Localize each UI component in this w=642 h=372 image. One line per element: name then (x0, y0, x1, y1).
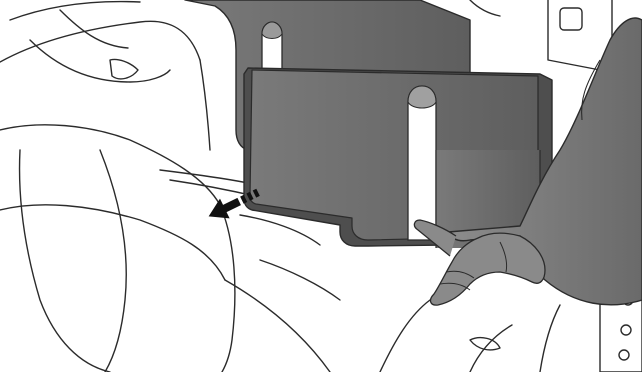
arrow-head (204, 192, 244, 227)
bracket-hole-3 (619, 350, 629, 360)
seat-cushion-front (20, 150, 110, 372)
console-curve-left (30, 40, 170, 82)
bracket-slot (560, 8, 582, 30)
rear-seat-leg (540, 305, 560, 372)
seat-cushion-lower (0, 205, 225, 280)
top-right-arch (470, 0, 500, 16)
floor-edge (225, 280, 330, 372)
seat-cushion-fold (100, 150, 126, 372)
console-vertical-edge (200, 60, 210, 150)
console-outline-top (0, 21, 200, 62)
floor-outline-right (380, 300, 430, 372)
floor-outline-right-2 (470, 325, 512, 372)
front-panel-slot (408, 86, 436, 240)
seat-cushion-side (220, 205, 235, 372)
front-panel (244, 68, 552, 248)
console-outline-upper (10, 2, 140, 20)
console-handle (110, 59, 138, 78)
seat-floor-line-4 (260, 260, 340, 300)
bracket-hole-2 (621, 325, 631, 335)
seat-cushion-outline (0, 125, 220, 205)
